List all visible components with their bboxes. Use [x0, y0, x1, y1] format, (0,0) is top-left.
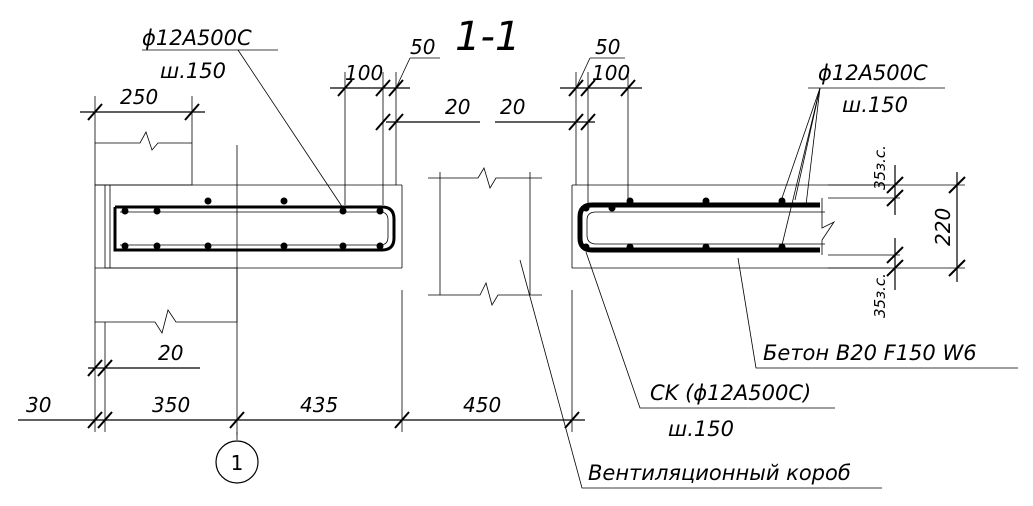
leader-rebar-right [781, 87, 945, 246]
leader-concrete [737, 257, 1018, 369]
label-rebar-right-1: ϕ12A500C [818, 61, 928, 85]
dim-wall-250-text: 250 [120, 85, 158, 109]
left-slab [95, 184, 403, 269]
dim-top-50-left: 50 [410, 35, 435, 59]
dim-bottom-450: 450 [463, 393, 501, 417]
dim-top-left [330, 57, 480, 131]
dim-bottom-435: 435 [300, 393, 338, 417]
dim-top-50-right: 50 [595, 35, 620, 59]
label-vent-box: Вентиляционный короб [588, 461, 851, 485]
label-sk-1: CK (ϕ12A500C) [650, 381, 811, 405]
label-rebar-left-2: ш.150 [160, 59, 226, 83]
left-rebar-dots [121, 197, 384, 250]
vent-box [428, 167, 542, 307]
dim-top-right [495, 57, 642, 131]
leader-rebar-left [142, 49, 344, 209]
label-rebar-left-1: ϕ12A500C [142, 26, 252, 50]
axis-bubble [215, 440, 259, 484]
dim-right-vertical [886, 165, 966, 290]
dim-bottom-chain [18, 411, 585, 429]
dim-gap-20-text: 20 [158, 341, 183, 365]
dim-wall-250 [80, 103, 205, 121]
leader-vent [519, 259, 882, 489]
label-sk-2: ш.150 [668, 417, 734, 441]
leader-sk [585, 251, 835, 409]
dim-top-100-left: 100 [345, 61, 383, 85]
dim-cover-bottom: 35з.с. [871, 273, 889, 318]
dim-top-20-left: 20 [445, 95, 470, 119]
dim-bottom-350: 350 [152, 393, 190, 417]
wall-upper [94, 131, 193, 186]
left-rebar-inner [120, 211, 389, 246]
dim-top-100-right: 100 [592, 61, 630, 85]
label-rebar-right-2: ш.150 [842, 93, 908, 117]
right-rebar-inner [586, 211, 825, 245]
dim-gap-20 [87, 359, 200, 377]
dim-bottom-30: 30 [26, 393, 51, 417]
dim-slab-220: 220 [931, 208, 955, 246]
dim-cover-top: 35з.с. [871, 145, 889, 190]
axis-label: 1 [231, 451, 244, 475]
left-rebar-cage [113, 205, 396, 252]
right-slab [571, 184, 890, 269]
dim-top-20-right: 20 [500, 95, 525, 119]
section-title: 1-1 [455, 14, 520, 60]
wall-lower [94, 267, 238, 334]
label-concrete: Бетон B20 F150 W6 [763, 341, 977, 365]
extension-lines [94, 72, 965, 435]
